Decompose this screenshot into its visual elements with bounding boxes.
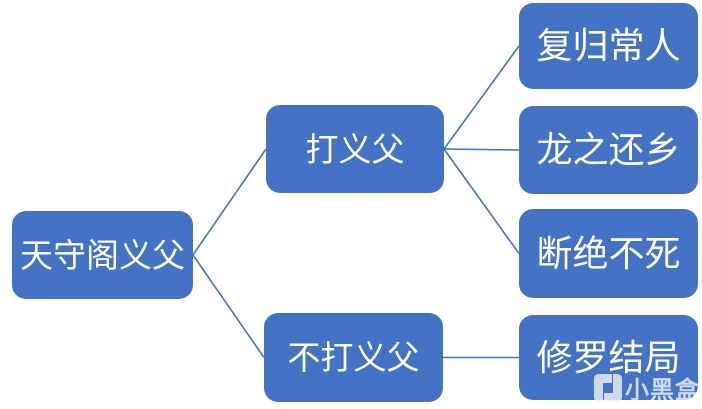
heybox-logo-icon bbox=[594, 373, 622, 402]
node-ending4-label: 修罗结局 bbox=[536, 336, 681, 378]
node-ending-shura: 修罗结局 bbox=[519, 315, 698, 400]
connector-fight-to-ending1 bbox=[443, 45, 520, 150]
node-nofight-label: 不打义父 bbox=[287, 339, 420, 376]
connector-fight-to-ending3 bbox=[443, 148, 520, 254]
node-ending2-label: 龙之还乡 bbox=[536, 129, 681, 170]
node-root-label: 天守阁义父 bbox=[20, 236, 185, 274]
node-no-fight-godfather: 不打义父 bbox=[264, 313, 443, 402]
connector-root-to-fight bbox=[192, 148, 267, 256]
node-fight-godfather: 打义父 bbox=[266, 105, 444, 193]
node-ending-sever-immortality: 断绝不死 bbox=[519, 209, 698, 298]
node-ending-dragon-homecoming: 龙之还乡 bbox=[519, 106, 698, 194]
watermark-text: 小黑盒 bbox=[625, 377, 700, 404]
node-fight-label: 打义父 bbox=[305, 130, 405, 168]
node-ending3-label: 断绝不死 bbox=[536, 232, 681, 274]
node-ending1-label: 复归常人 bbox=[536, 25, 681, 66]
node-ending-return-to-normal: 复归常人 bbox=[519, 3, 698, 89]
connector-root-to-nofight bbox=[192, 254, 265, 358]
connector-fight-to-ending2 bbox=[443, 148, 520, 151]
node-root: 天守阁义父 bbox=[12, 211, 193, 299]
watermark: 小黑盒 bbox=[592, 370, 700, 405]
